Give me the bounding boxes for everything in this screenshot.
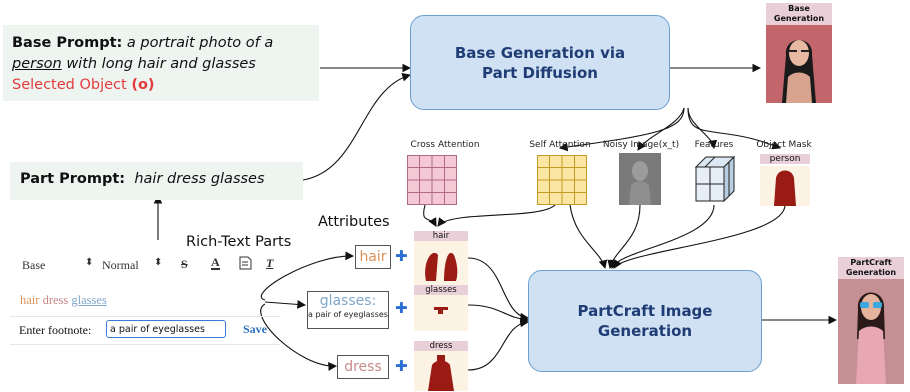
plus-icon: ✚ (395, 247, 408, 265)
attribute-glasses-box: glasses: a pair of eyeglasses (307, 291, 389, 329)
arrow-glasses-gen (467, 304, 530, 324)
noisy-image-thumb (619, 153, 661, 205)
attribute-hair-box: hair (355, 245, 391, 269)
partcraft-generation-tag: PartCraft Generation (838, 257, 904, 279)
arrow-part-prompt (302, 73, 412, 181)
hair-mask-thumb (414, 241, 468, 285)
features-cube-icon (694, 155, 736, 203)
arrow-dress-gen (467, 318, 530, 371)
base-generation-node: Base Generation via Part Diffusion (410, 15, 670, 110)
plus-icon: ✚ (395, 299, 408, 317)
arrow-mask-gen (613, 204, 786, 269)
text-color-icon[interactable]: A (211, 255, 220, 270)
base-prompt-object: person (12, 56, 62, 72)
object-mask-thumb (760, 166, 810, 206)
base-generation-label: Base Generation via Part Diffusion (454, 43, 626, 82)
dress-mask-tag: dress (414, 341, 468, 351)
style-select[interactable]: Base (22, 258, 46, 272)
editor-content[interactable]: hair dress glasses (20, 293, 107, 308)
editor-toolbar: Base ⬍ Normal ⬍ S A T (10, 253, 274, 275)
arrow-cross-hair (423, 204, 437, 227)
arrow-self-hair (437, 204, 556, 227)
hair-mask-tag: hair (414, 231, 468, 241)
size-select-arrows-icon[interactable]: ⬍ (154, 257, 163, 268)
footnote-input[interactable]: a pair of eyeglasses (106, 320, 226, 338)
self-attention-caption: Self Attention (529, 140, 591, 150)
save-button[interactable]: Save (243, 322, 267, 336)
object-mask-tag: person (760, 154, 810, 164)
glasses-mask-thumb (414, 295, 468, 331)
arrow-editor-glasses (264, 300, 307, 309)
partcraft-generation-image: PartCraft Generation (838, 257, 904, 387)
arrow-editor-hair (261, 251, 355, 301)
partcraft-generation-node: PartCraft Image Generation (528, 270, 762, 372)
glasses-mask-tag: glasses (414, 285, 468, 295)
part-prompt-box: Part Prompt: hair dress glasses (10, 162, 303, 200)
noisy-image-caption: Noisy Image(x_t) (602, 140, 680, 150)
arrow-features (687, 107, 718, 150)
selected-object-label: Selected Object (12, 77, 127, 93)
part-prompt-text: hair dress glasses (134, 171, 265, 187)
arrow-self-gen (569, 204, 608, 270)
arrow-features-gen (610, 204, 715, 270)
footnote-icon[interactable] (239, 256, 252, 274)
object-mask-caption: Object Mask (756, 140, 812, 150)
style-select-arrows-icon[interactable]: ⬍ (85, 257, 94, 268)
self-attention-grid (537, 155, 587, 205)
clear-format-icon[interactable]: T (266, 256, 274, 270)
base-prompt-box: Base Prompt: a portrait photo of a perso… (3, 25, 319, 101)
arrow-hair-gen (467, 257, 530, 322)
hair-mask-card: hair (414, 231, 468, 285)
word-hair[interactable]: hair (20, 293, 40, 307)
base-prompt-text-2: with long hair and glasses (66, 56, 256, 72)
size-select[interactable]: Normal (102, 258, 139, 272)
base-prompt-text: a portrait photo of a (126, 35, 274, 51)
attribute-glasses-word: glasses: (319, 293, 377, 309)
features-caption: Features (694, 140, 734, 150)
attribute-glasses-footnote: a pair of eyeglasses (308, 310, 388, 319)
selected-object-value: (o) (131, 77, 155, 93)
part-prompt-label: Part Prompt: (20, 171, 126, 187)
rich-text-editor: Base ⬍ Normal ⬍ S A T hair dress glasses… (10, 253, 280, 345)
arrow-self (558, 107, 685, 152)
glasses-mask-card: glasses (414, 285, 468, 331)
attribute-dress-box: dress (337, 355, 389, 379)
dress-mask-thumb (414, 351, 468, 391)
arrow-editor-dress (260, 303, 338, 371)
cross-attention-caption: Cross Attention (410, 140, 480, 150)
partcraft-generation-label: PartCraft Image Generation (577, 302, 713, 340)
footnote-bar: Enter footnote: a pair of eyeglasses Sav… (10, 316, 280, 345)
dress-mask-card: dress (414, 341, 468, 391)
footnote-glyph (239, 256, 252, 270)
plus-icon: ✚ (395, 357, 408, 375)
base-prompt-label: Base Prompt: (12, 35, 123, 51)
word-glasses[interactable]: glasses (71, 293, 107, 307)
rich-text-parts-label: Rich-Text Parts (186, 234, 292, 250)
strikethrough-icon[interactable]: S (181, 257, 188, 271)
attributes-label: Attributes (318, 214, 390, 230)
base-generation-image: Base Generation (766, 3, 832, 105)
portrait-image (766, 25, 832, 103)
base-generation-tag: Base Generation (766, 3, 832, 25)
footnote-label: Enter footnote: (19, 323, 92, 337)
portrait-image-edited (838, 279, 904, 384)
cross-attention-grid (407, 155, 457, 205)
arrow-noisy (637, 107, 685, 151)
arrow-mask (687, 107, 782, 150)
word-dress[interactable]: dress (42, 293, 69, 307)
